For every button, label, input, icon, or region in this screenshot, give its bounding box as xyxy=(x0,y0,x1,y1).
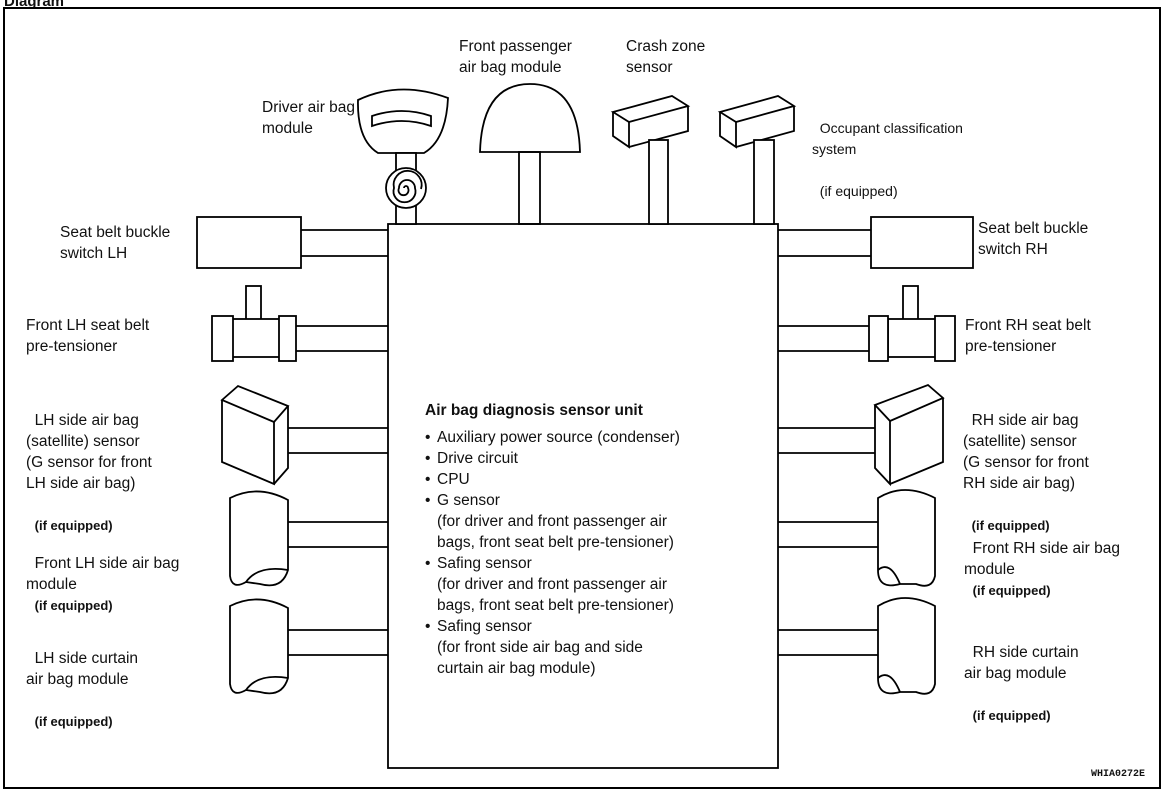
pretensioner-lh-icon xyxy=(211,285,388,362)
label-occupant-classification: Occupant classification system (if equip… xyxy=(812,97,963,202)
list-item: • CPU xyxy=(425,469,680,490)
label-crash-zone-sensor: Crash zone sensor xyxy=(626,38,706,76)
bullet-glyph: • xyxy=(425,618,431,635)
label-side-airbag-lh: Front LH side air bag module (if equippe… xyxy=(26,532,179,616)
label-side-airbag-rh: Front RH side air bag module (if equippe… xyxy=(964,517,1120,601)
bullet-glyph: • xyxy=(425,492,431,509)
label-pretensioner-lh: Front LH seat belt pre-tensioner xyxy=(26,317,150,355)
label-curtain-rh: RH side curtain air bag module (if equip… xyxy=(964,621,1079,726)
figure-code: WHIA0272E xyxy=(1090,769,1145,780)
item-name: G sensor xyxy=(437,492,500,509)
side-lh-main-text: Front LH side air bag module xyxy=(26,555,180,593)
driver-airbag-icon xyxy=(357,88,449,225)
buckle-rh-icon xyxy=(870,216,974,269)
curtain-lh-sub-text: (if equipped) xyxy=(34,714,113,729)
satellite-rh-sub-text: (if equipped) xyxy=(971,518,1050,533)
item-name: CPU xyxy=(437,471,470,488)
bullet-glyph: • xyxy=(425,450,431,467)
crash-zone-sensor-icon xyxy=(610,95,691,225)
list-item: • Safing sensor (for front side air bag a… xyxy=(425,616,680,679)
pretensioner-rh-icon xyxy=(778,285,956,362)
label-buckle-rh: Seat belt buckle switch RH xyxy=(978,220,1089,258)
label-driver-airbag: Driver air bag module xyxy=(262,99,356,137)
item-detail: (for front side air bag and side curtain… xyxy=(437,639,643,677)
bullet-glyph: • xyxy=(425,471,431,488)
label-satellite-rh: RH side air bag (satellite) sensor (G se… xyxy=(963,389,1089,536)
label-satellite-lh: LH side air bag (satellite) sensor (G se… xyxy=(26,389,152,536)
side-rh-sub-text: (if equipped) xyxy=(972,583,1051,598)
buckle-lh-icon xyxy=(196,216,302,269)
item-name: Safing sensor xyxy=(437,555,532,572)
list-item: • Auxiliary power source (condenser) xyxy=(425,427,680,448)
curtain-lh-main-text: LH side curtain air bag module xyxy=(26,650,139,688)
sensor-unit-box xyxy=(387,223,779,769)
bullet-glyph: • xyxy=(425,429,431,446)
satellite-sensor-lh-icon xyxy=(220,384,388,486)
sensor-unit-list: • Auxiliary power source (condenser) • Dri… xyxy=(425,427,680,679)
sensor-unit-description: Air bag diagnosis sensor unit • Auxiliary… xyxy=(425,400,680,679)
passenger-airbag-icon xyxy=(479,83,581,225)
side-lh-sub-text: (if equipped) xyxy=(34,598,113,613)
curtain-rh-sub-text: (if equipped) xyxy=(972,708,1051,723)
side-airbag-lh-icon xyxy=(229,490,388,587)
satellite-lh-main-text: LH side air bag (satellite) sensor (G se… xyxy=(26,412,152,492)
diagram-frame xyxy=(3,7,1161,789)
sensor-unit-title: Air bag diagnosis sensor unit xyxy=(425,402,643,419)
label-front-passenger-airbag: Front passenger air bag module xyxy=(459,38,572,76)
list-item: • Safing sensor (for driver and front pas… xyxy=(425,553,680,616)
occupant-sub-text: (if equipped) xyxy=(819,183,898,199)
list-item: • Drive circuit xyxy=(425,448,680,469)
satellite-rh-main-text: RH side air bag (satellite) sensor (G se… xyxy=(963,412,1089,492)
label-pretensioner-rh: Front RH seat belt pre-tensioner xyxy=(965,317,1091,355)
curtain-airbag-rh-icon xyxy=(778,597,936,695)
item-detail: (for driver and front passenger air bags… xyxy=(437,576,674,614)
item-name: Auxiliary power source (condenser) xyxy=(437,429,680,446)
item-name: Safing sensor xyxy=(437,618,532,635)
label-curtain-lh: LH side curtain air bag module (if equip… xyxy=(26,627,138,732)
item-detail: (for driver and front passenger air bags… xyxy=(437,513,674,551)
list-item: • G sensor (for driver and front passenge… xyxy=(425,490,680,553)
item-name: Drive circuit xyxy=(437,450,518,467)
bullet-glyph: • xyxy=(425,555,431,572)
side-rh-main-text: Front RH side air bag module xyxy=(964,540,1120,578)
curtain-airbag-lh-icon xyxy=(229,598,388,695)
satellite-sensor-rh-icon xyxy=(778,383,945,487)
side-airbag-rh-icon xyxy=(778,489,936,587)
occupant-classification-icon xyxy=(717,95,797,225)
satellite-lh-sub-text: (if equipped) xyxy=(34,518,113,533)
occupant-main-text: Occupant classification system xyxy=(812,120,963,157)
curtain-rh-main-text: RH side curtain air bag module xyxy=(964,644,1079,682)
diagram-heading: Diagram xyxy=(4,0,65,10)
label-buckle-lh: Seat belt buckle switch LH xyxy=(60,224,171,262)
